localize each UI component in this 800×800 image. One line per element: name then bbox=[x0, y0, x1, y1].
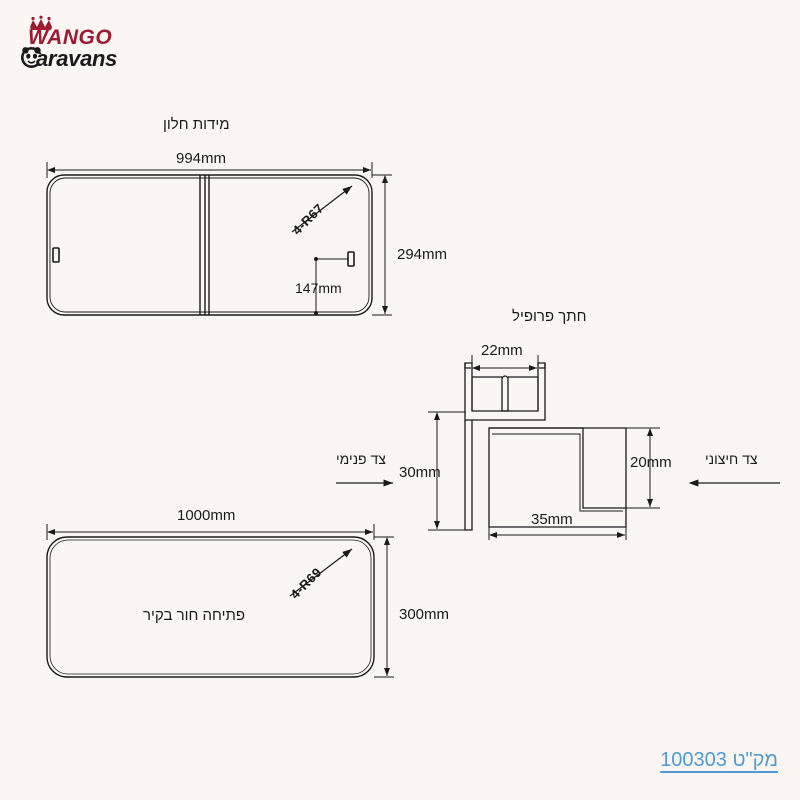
logo-word-top: WANGO bbox=[28, 26, 112, 49]
radius-leader-bottom bbox=[289, 548, 353, 597]
window-latch-dimension bbox=[314, 257, 348, 315]
wall-opening-geometry bbox=[46, 536, 375, 678]
bracket-height-value: 20mm bbox=[630, 454, 672, 471]
panda-face-icon bbox=[21, 46, 46, 68]
window-height-dimension bbox=[372, 174, 392, 316]
profile-section-geometry bbox=[440, 362, 627, 531]
bracket-height-dimension bbox=[626, 427, 660, 509]
crown-icon bbox=[30, 15, 52, 30]
profile-channel-width-value: 22mm bbox=[481, 342, 523, 359]
window-height-value: 294mm bbox=[397, 246, 448, 263]
profile-channel-width-dimension bbox=[471, 355, 539, 372]
window-width-value: 994mm bbox=[176, 150, 227, 167]
profile-flange-height-dimension bbox=[428, 411, 466, 531]
wango-caravans-logo: WANGO aravans bbox=[21, 15, 117, 70]
bracket-width-dimension bbox=[488, 527, 627, 540]
logo-word-bottom: aravans bbox=[36, 46, 117, 70]
radius-leader-top bbox=[291, 185, 353, 233]
wall-height-dimension bbox=[374, 536, 394, 678]
profile-flange-height-value: 30mm bbox=[399, 464, 441, 481]
wall-opening-title: פתיחה חור בקיר bbox=[143, 607, 246, 624]
window-elevation-geometry bbox=[46, 174, 373, 316]
window-latch-value: 147mm bbox=[295, 280, 342, 296]
inner-side-label: צד פנימי bbox=[336, 451, 386, 467]
outer-side-label: צד חיצוני bbox=[705, 451, 758, 467]
catalog-number-link[interactable]: מק"ט 100303 bbox=[660, 749, 778, 771]
wall-width-value: 1000mm bbox=[177, 507, 236, 524]
window-elevation-title: מידות חלון bbox=[163, 116, 230, 133]
bracket-width-value: 35mm bbox=[531, 511, 573, 528]
profile-section-title: חתך פרופיל bbox=[512, 308, 587, 325]
wall-height-value: 300mm bbox=[399, 606, 450, 623]
